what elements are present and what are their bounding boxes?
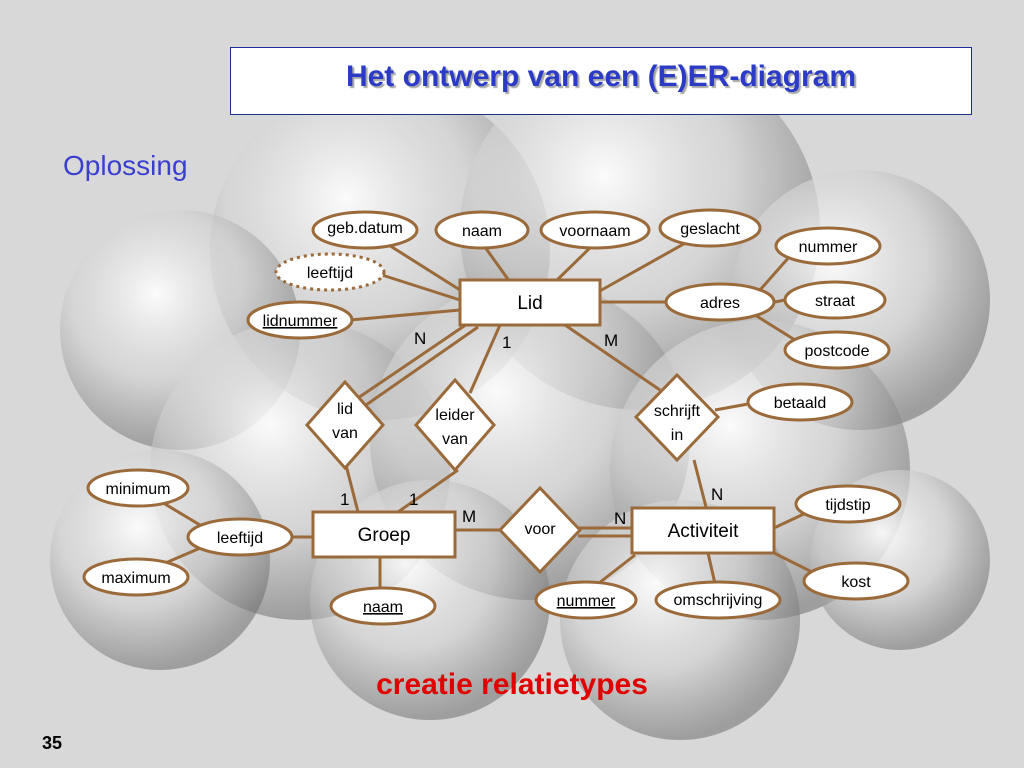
- relationship-schrijft-in: schrijft in: [633, 372, 721, 463]
- attr-lidnummer: [246, 300, 354, 340]
- entity-activiteit-label: Activiteit: [668, 521, 739, 542]
- page-number: 35: [42, 733, 63, 753]
- rel-voor-label: voor: [524, 521, 556, 538]
- line-voornaam: [553, 241, 597, 284]
- attr-tijdstip: [794, 484, 902, 524]
- attr-omschrijving: [654, 580, 782, 620]
- attr-nummer-act: [534, 580, 638, 620]
- attr-lidnummer-label: lidnummer: [263, 313, 338, 330]
- attr-gebdatum-label: geb.datum: [327, 220, 403, 237]
- attr-minimum-label: minimum: [106, 481, 171, 498]
- attr-omschrijving-label: omschrijving: [674, 592, 763, 609]
- attr-betaald-label: betaald: [774, 395, 827, 412]
- attr-maximum-label: maximum: [101, 570, 170, 587]
- attr-tijdstip-label: tijdstip: [825, 497, 870, 514]
- entity-groep-label: Groep: [358, 525, 411, 546]
- attr-straat-label: straat: [815, 293, 856, 310]
- attr-adres: [664, 282, 776, 322]
- relationship-leider-van: leider van: [414, 377, 496, 473]
- attr-geslacht: [658, 208, 762, 248]
- connector-lines: [134, 228, 819, 592]
- attr-gebdatum: [311, 210, 419, 250]
- line-lid-lidvan-1: [357, 320, 471, 400]
- slide-title: Het ontwerp van een (E)ER-diagram: [345, 60, 857, 93]
- rel-lidvan-line2: van: [332, 425, 358, 442]
- entity-activiteit: Activiteit: [630, 506, 776, 555]
- line-postcode: [754, 313, 796, 342]
- rel-schrijftin-line2: in: [671, 427, 683, 444]
- line-nummer-adres: [758, 255, 792, 291]
- entity-lid: Lid: [458, 278, 602, 327]
- attr-postcode: [783, 330, 891, 370]
- relationship-lid-van: lid van: [304, 379, 386, 471]
- attr-nummer-act-label: nummer: [557, 593, 616, 610]
- attr-postcode-label: postcode: [805, 343, 870, 360]
- attr-geslacht-label: geslacht: [680, 221, 740, 238]
- attr-voornaam-label: voornaam: [559, 223, 630, 240]
- card-act-voor: N: [614, 509, 626, 528]
- card-groep-lidvan: 1: [340, 490, 349, 509]
- card-groep-leidervan: 1: [409, 490, 418, 509]
- line-naam: [480, 242, 512, 283]
- card-act-schrijftin: N: [711, 485, 723, 504]
- caption: creatie relatietypes: [376, 668, 648, 701]
- rel-leidervan-line1: leider: [435, 407, 475, 424]
- entity-groep: Groep: [311, 510, 457, 559]
- line-schrijftin-act: [692, 459, 708, 508]
- attr-maximum: [82, 557, 190, 597]
- relationship-voor: voor: [497, 485, 583, 575]
- line-lid-schrijftin: [564, 323, 661, 392]
- line-betaald: [714, 402, 749, 412]
- attr-naam-groep-label: naam: [363, 599, 403, 616]
- subtitle: Oplossing: [63, 150, 188, 181]
- line-tijdstip: [773, 510, 809, 530]
- attr-naam-groep: [329, 586, 437, 626]
- title-box: Het ontwerp van een (E)ER-diagram: [230, 47, 972, 115]
- line-lidnummer: [349, 308, 461, 322]
- rel-leidervan-line2: van: [442, 431, 468, 448]
- attr-voornaam: [539, 210, 651, 250]
- attr-leeftijd-groep-label: leeftijd: [217, 530, 263, 547]
- line-lidvan-groep: [344, 464, 360, 513]
- attr-naam-lid-label: naam: [462, 223, 502, 240]
- attr-nummer-adres-label: nummer: [799, 239, 858, 256]
- card-lid-lidvan: N: [414, 329, 426, 348]
- attr-betaald: [746, 382, 854, 422]
- attr-leeftijd-lid: [274, 252, 386, 292]
- attr-minimum: [86, 468, 190, 508]
- attr-kost-label: kost: [841, 574, 871, 591]
- attr-nummer-adres: [774, 226, 882, 266]
- line-lid-lidvan-2: [365, 325, 479, 407]
- line-straat: [774, 298, 786, 304]
- attr-leeftijd-lid-label: leeftijd: [307, 265, 353, 282]
- attr-naam-lid: [434, 210, 530, 250]
- line-lid-leidervan: [468, 324, 502, 394]
- attr-kost: [802, 561, 910, 601]
- attr-straat: [783, 280, 887, 320]
- attr-leeftijd-groep: [186, 517, 294, 557]
- line-leidervan-groep: [397, 468, 459, 514]
- attr-adres-label: adres: [700, 295, 740, 312]
- card-groep-voor: M: [462, 507, 476, 526]
- rel-lidvan-line1: lid: [337, 401, 353, 418]
- rel-schrijftin-line1: schrijft: [654, 403, 701, 420]
- line-leeftijd-lid: [381, 273, 461, 302]
- card-lid-schrijftin: M: [604, 331, 618, 350]
- card-lid-leidervan: 1: [502, 333, 511, 352]
- entity-lid-label: Lid: [517, 293, 542, 314]
